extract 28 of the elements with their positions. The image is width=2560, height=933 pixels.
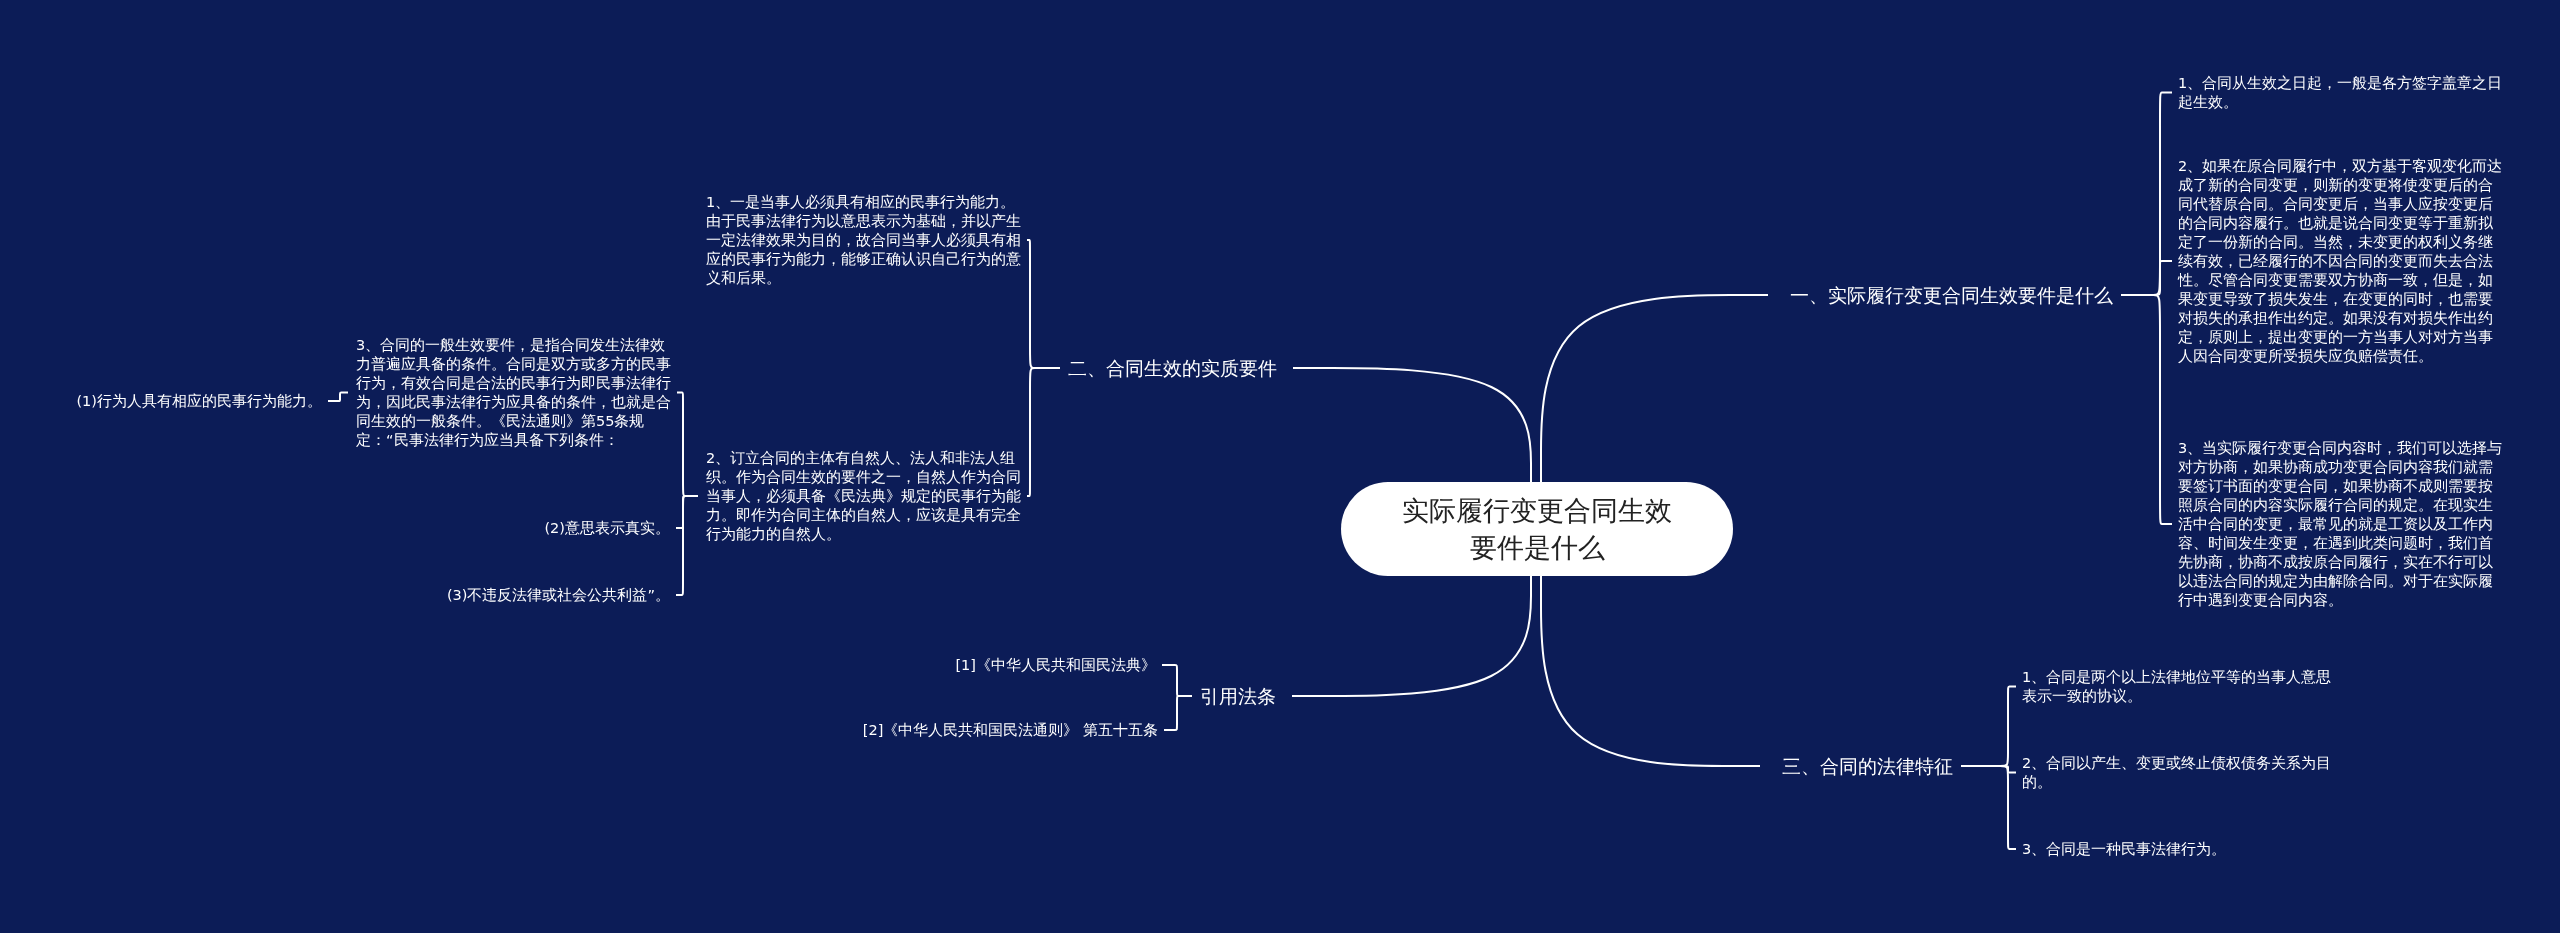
branch-topic: 二、合同生效的实质要件	[1068, 356, 1308, 380]
subtopic-text: 3、当实际履行变更合同内容时，我们可以选择与对方协商，如果协商成功变更合同内容我们就需要签订书面的变更合同，如果协商不成则需要按照原合同的内容实际履行合同的规定。在现实生活中合同的变更，最常见的就是工资以及工作内容、时间发生变更，在遇到此类问题时，我们首先协商，协商不成按原合同履行，实在不行可以以违法合同的规定为由解除合同。对于在实际履行中遇到变更合同内容。	[2178, 439, 2503, 610]
connector-line	[1292, 367, 1532, 483]
subtopic-text: 2、合同以产生、变更或终止债权债务关系为目的。	[2022, 754, 2342, 792]
subtopic-text: [2]《中华人民共和国民法通则》 第五十五条	[820, 721, 1158, 740]
connector-line	[1960, 765, 2017, 850]
subtopic-text: (1)行为人具有相应的民事行为能力。	[60, 392, 322, 411]
subtopic-text: 1、合同是两个以上法律地位平等的当事人意思表示一致的协议。	[2022, 668, 2342, 706]
connector-line	[327, 391, 349, 402]
subtopic-text: (3)不违反法律或社会公共利益”。	[400, 586, 670, 605]
subtopic-text: (2)意思表示真实。	[480, 519, 670, 538]
central-topic: 实际履行变更合同生效要件是什么	[1341, 482, 1733, 576]
connector-line	[675, 495, 699, 596]
connector-line	[1540, 575, 1761, 767]
connector-line	[1291, 575, 1532, 697]
subtopic-text: 3、合同的一般生效要件，是指合同发生法律效力普遍应具备的条件。合同是双方或多方的民事行为，有效合同是合法的民事行为即民事法律行为，因此民事法律行为应具备的条件，也就是合同生效的一般条件。《民法通则》第55条规定：“民事法律行为应当具备下列条件：	[356, 336, 674, 450]
subtopic-text: 1、合同从生效之日起，一般是各方签字盖章之日起生效。	[2178, 74, 2503, 112]
branch-topic: 引用法条	[1200, 684, 1300, 708]
subtopic-text: 2、如果在原合同履行中，双方基于客观变化而达成了新的合同变更，则新的变更将使变更后的合同代替原合同。合同变更后，当事人应按变更后的合同内容履行。也就是说合同变更等于重新拟定了一份新的合同。当然，未变更的权利义务继续有效，已经履行的不因合同的变更而失去合法性。尽管合同变更需要双方协商一致，但是，如果变更导致了损失发生，在变更的同时，也需要对损失的承担作出约定。如果没有对损失作出约定，原则上，提出变更的一方当事人对对方当事人因合同变更所受损失应负赔偿责任。	[2178, 157, 2503, 366]
subtopic-text: 2、订立合同的主体有自然人、法人和非法人组织。作为合同生效的要件之一，自然人作为合同当事人，必须具备《民法典》规定的民事行为能力。即作为合同主体的自然人，应该是具有完全行为能力的自然人。	[706, 449, 1024, 544]
connector-line	[1026, 367, 1061, 497]
branch-topic: 三、合同的法律特征	[1782, 754, 1978, 778]
connector-line	[1163, 695, 1193, 731]
subtopic-text: 1、一是当事人必须具有相应的民事行为能力。由于民事法律行为以意思表示为基础，并以产生一定法律效果为目的，故合同当事人必须具有相应的民事行为能力，能够正确认识自己行为的意义和后果。	[706, 193, 1024, 288]
connector-line	[1540, 294, 1769, 483]
subtopic-text: 3、合同是一种民事法律行为。	[2022, 840, 2342, 859]
branch-topic: 一、实际履行变更合同生效要件是什么	[1790, 283, 2130, 307]
subtopic-text: [1]《中华人民共和国民法典》	[900, 656, 1156, 675]
